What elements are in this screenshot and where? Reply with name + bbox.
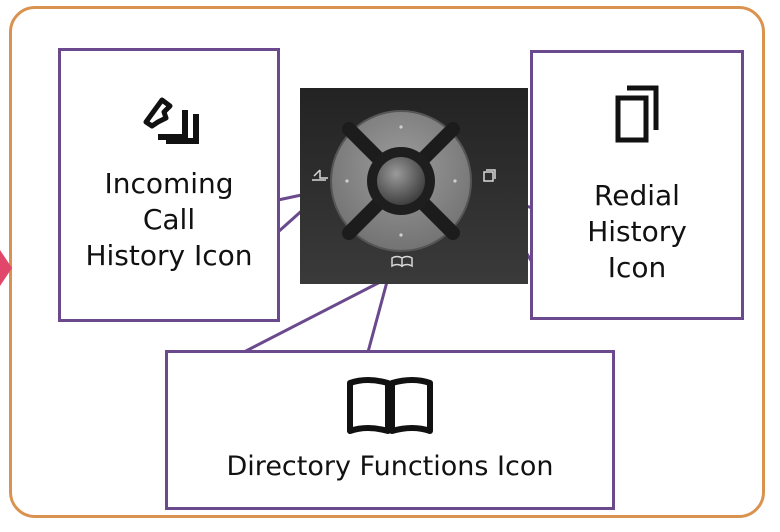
redial-history-icon <box>615 85 659 143</box>
incoming-call-history-icon <box>143 97 199 144</box>
directory-book-icon <box>347 377 433 434</box>
edge-pointer-arrow <box>0 250 12 286</box>
callout-directory-functions: Directory Functions Icon <box>165 350 615 510</box>
select-button[interactable] <box>377 157 425 205</box>
small-incoming-icon <box>313 169 328 179</box>
small-book-icon <box>391 255 413 268</box>
callout-incoming-call-history: Incoming Call History Icon <box>58 48 280 322</box>
directory-functions-label: Directory Functions Icon <box>226 451 554 482</box>
keypad-photo <box>300 88 528 284</box>
redial-history-label: Redial History Icon <box>587 179 687 284</box>
incoming-call-history-label: Incoming Call History Icon <box>85 167 253 272</box>
callout-redial-history: Redial History Icon <box>530 50 744 320</box>
small-redial-icon <box>483 171 494 182</box>
